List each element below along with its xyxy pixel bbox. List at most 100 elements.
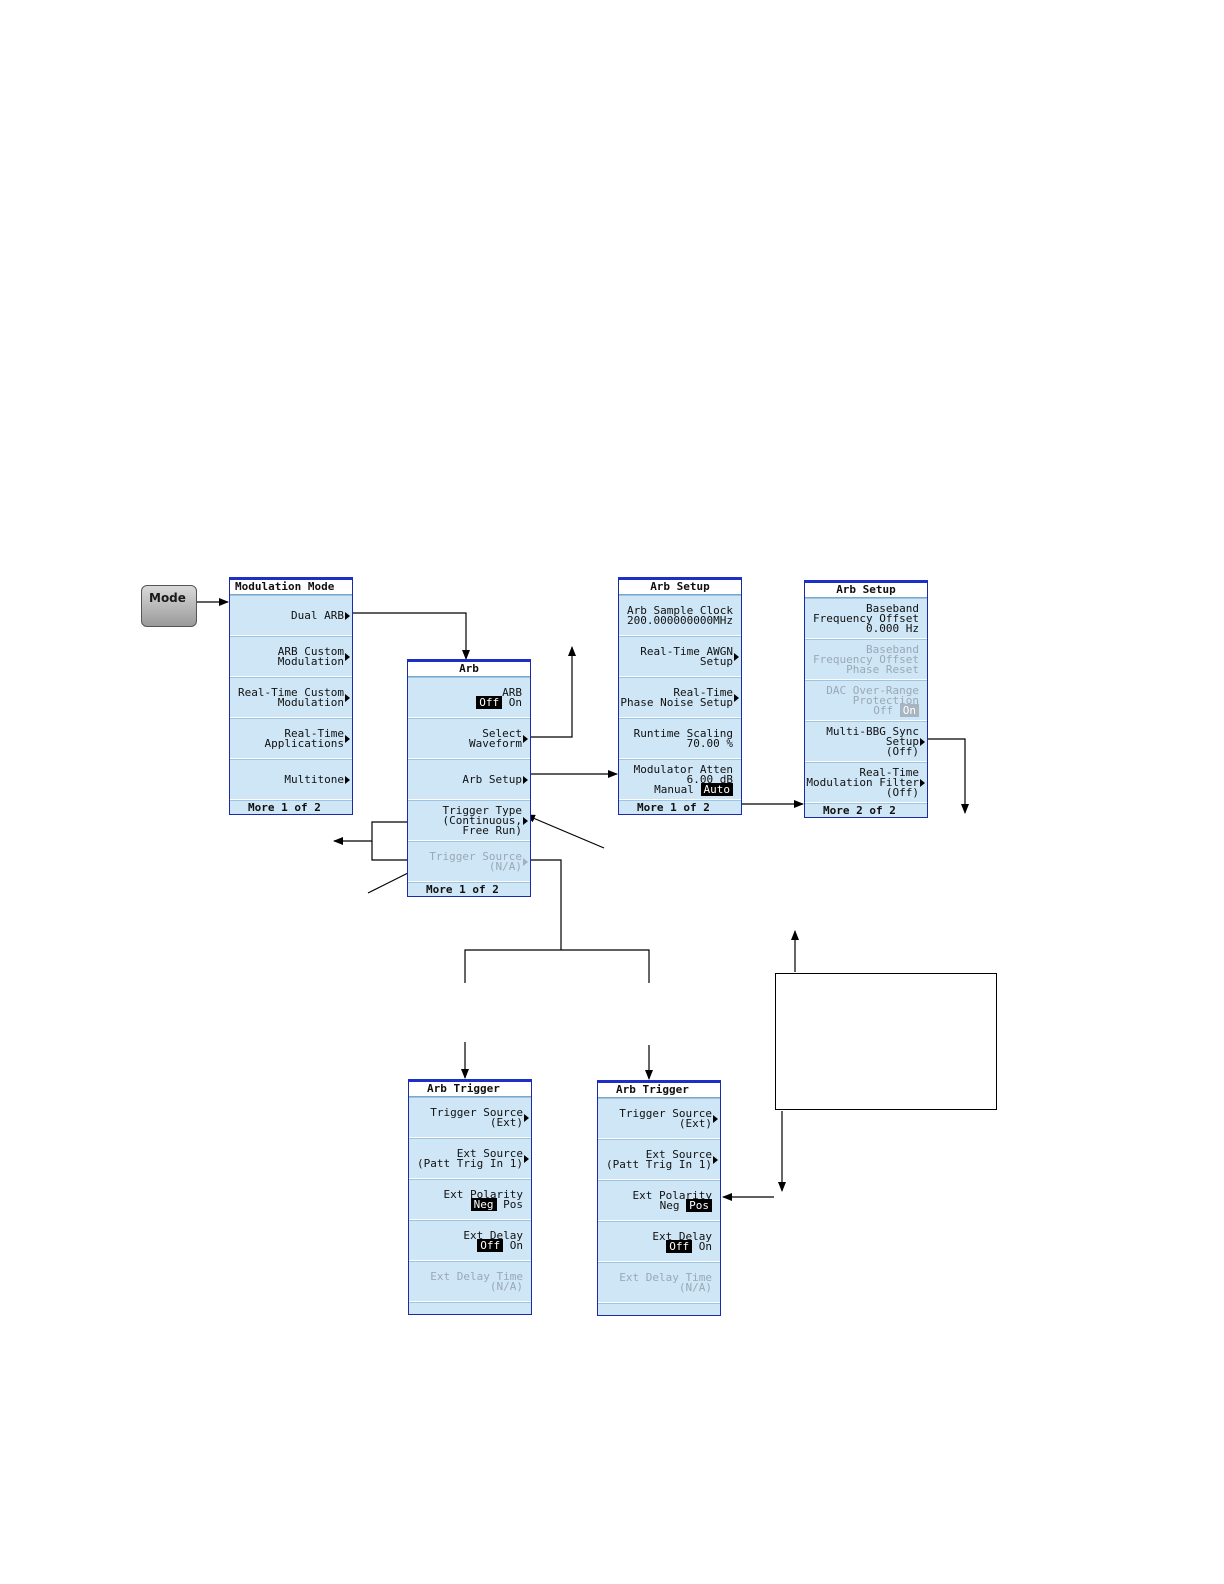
softkey-label: Multitone (284, 772, 344, 786)
softkey-ext-source[interactable]: Ext Source (Patt Trig In 1) (598, 1139, 720, 1180)
arb-setup-menu-page-1: Arb Setup Arb Sample Clock 200.000000000… (618, 577, 742, 815)
softkey-label: (Continuous, (442, 813, 522, 827)
softkey-label: Ext Polarity (632, 1188, 712, 1202)
softkey-baseband-frequency-offset-phase-reset[interactable]: Baseband Frequency Offset Phase Reset (805, 639, 927, 680)
softkey-label: Setup (699, 654, 733, 668)
submenu-arrow-icon (345, 693, 350, 702)
toggle-neg-pos: Neg Pos (659, 1198, 712, 1212)
softkey-trigger-source[interactable]: Trigger Source (Ext) (409, 1097, 531, 1138)
softkey-ext-source[interactable]: Ext Source (Patt Trig In 1) (409, 1138, 531, 1179)
submenu-arrow-icon (524, 1154, 529, 1163)
softkey-label: Select (482, 726, 522, 740)
softkey-label: Modulation (277, 695, 344, 709)
menu-title: Arb Setup (805, 583, 927, 598)
toggle-manual-auto: Manual Auto (654, 782, 733, 796)
more-softkey (409, 1302, 531, 1314)
more-softkey[interactable]: More 1 of 2 (619, 800, 741, 814)
softkey-ext-polarity[interactable]: Ext Polarity Neg Pos (409, 1179, 531, 1220)
toggle-off-on: Off On (476, 695, 522, 709)
softkey-modulator-atten[interactable]: Modulator Atten 6.00 dB Manual Auto (619, 759, 741, 800)
arrow-select-waveform-up (530, 646, 576, 738)
softkey-real-time-modulation-filter[interactable]: Real-Time Modulation Filter (Off) (805, 762, 927, 803)
softkey-arb-toggle[interactable]: ARB Off On (408, 677, 530, 718)
toggle-option-off: Off (477, 1238, 504, 1252)
softkey-label: Phase Reset (846, 662, 919, 676)
annotation-box (775, 973, 997, 1110)
softkey-label: Ext Source (456, 1146, 523, 1160)
arrow-multi-bbg-down (927, 738, 969, 814)
trigger-source-branch (530, 859, 562, 950)
softkey-label: (N/A) (488, 859, 522, 873)
submenu-arrow-icon (345, 652, 350, 661)
toggle-option-off: Off (476, 695, 503, 709)
softkey-real-time-custom-modulation[interactable]: Real-Time Custom Modulation (230, 677, 352, 718)
more-softkey[interactable]: More 1 of 2 (408, 882, 530, 896)
softkey-ext-polarity[interactable]: Ext Polarity Neg Pos (598, 1180, 720, 1221)
submenu-arrow-icon (734, 652, 739, 661)
toggle-option-on: On (899, 703, 919, 717)
softkey-value: (Ext) (678, 1116, 712, 1130)
softkey-baseband-frequency-offset[interactable]: Baseband Frequency Offset 0.000 Hz (805, 598, 927, 639)
softkey-runtime-scaling[interactable]: Runtime Scaling 70.00 % (619, 718, 741, 759)
softkey-select-waveform[interactable]: Select Waveform (408, 718, 530, 759)
softkey-value: (Off) (885, 785, 919, 799)
submenu-arrow-icon (920, 737, 925, 746)
toggle-option-neg: Neg (659, 1198, 680, 1212)
more-softkey[interactable]: More 2 of 2 (805, 803, 927, 817)
toggle-option-neg: Neg (470, 1197, 497, 1211)
softkey-label: Ext Delay (652, 1229, 712, 1243)
softkey-ext-delay[interactable]: Ext Delay Off On (598, 1221, 720, 1262)
toggle-option-on: On (698, 1239, 712, 1253)
softkey-label: Real-Time Custom (238, 685, 344, 699)
softkey-label: Modulator Atten (633, 762, 733, 776)
softkey-label: Ext Source (645, 1147, 712, 1161)
branch-horizontal (464, 949, 650, 983)
softkey-label: Trigger Source (429, 849, 522, 863)
modulation-mode-menu: Modulation Mode Dual ARB ARB Custom Modu… (229, 577, 353, 815)
softkey-label: Multi-BBG Sync (826, 724, 919, 738)
arb-setup-menu-page-2: Arb Setup Baseband Frequency Offset 0.00… (804, 580, 928, 818)
softkey-label: Trigger Source (619, 1106, 712, 1120)
arb-trigger-menu-negative: Arb Trigger Trigger Source (Ext) Ext Sou… (408, 1079, 532, 1315)
softkey-multitone[interactable]: Multitone (230, 759, 352, 800)
softkey-label: Real-Time (859, 765, 919, 779)
softkey-label: Modulation (277, 654, 344, 668)
softkey-trigger-source[interactable]: Trigger Source (Ext) (598, 1098, 720, 1139)
softkey-arb-setup[interactable]: Arb Setup (408, 759, 530, 800)
softkey-label: Dual ARB (291, 608, 344, 622)
mode-hardkey-button[interactable]: Mode (141, 585, 197, 627)
toggle-off-on: Off On (666, 1239, 712, 1253)
softkey-real-time-applications[interactable]: Real-Time Applications (230, 718, 352, 759)
softkey-real-time-awgn-setup[interactable]: Real-Time AWGN Setup (619, 636, 741, 677)
softkey-ext-delay-time[interactable]: Ext Delay Time (N/A) (598, 1262, 720, 1303)
submenu-arrow-icon (345, 611, 350, 620)
softkey-label: Protection (852, 693, 919, 707)
softkey-trigger-source[interactable]: Trigger Source (N/A) (408, 841, 530, 882)
menu-title: Arb (408, 662, 530, 677)
toggle-option-on: On (508, 695, 522, 709)
more-softkey[interactable]: More 1 of 2 (230, 800, 352, 814)
more-softkey (598, 1303, 720, 1315)
menu-title: Arb Trigger (409, 1082, 531, 1097)
softkey-label: Ext Delay Time (619, 1270, 712, 1284)
menu-title: Modulation Mode (230, 580, 352, 595)
softkey-multi-bbg-sync-setup[interactable]: Multi-BBG Sync Setup (Off) (805, 721, 927, 762)
softkey-label: Arb Setup (462, 772, 522, 786)
softkey-real-time-phase-noise-setup[interactable]: Real-Time Phase Noise Setup (619, 677, 741, 718)
submenu-arrow-icon (524, 1113, 529, 1122)
softkey-value: 6.00 dB (686, 772, 733, 786)
softkey-label: Real-Time (673, 685, 733, 699)
softkey-dac-over-range-protection[interactable]: DAC Over-Range Protection Off On (805, 680, 927, 721)
softkey-arb-sample-clock[interactable]: Arb Sample Clock 200.000000000MHz (619, 595, 741, 636)
arb-trigger-menu-positive: Arb Trigger Trigger Source (Ext) Ext Sou… (597, 1080, 721, 1316)
softkey-ext-delay[interactable]: Ext Delay Off On (409, 1220, 531, 1261)
softkey-arb-custom-modulation[interactable]: ARB Custom Modulation (230, 636, 352, 677)
softkey-value: (Patt Trig In 1) (417, 1156, 523, 1170)
toggle-option-off: Off (666, 1239, 693, 1253)
softkey-trigger-type[interactable]: Trigger Type (Continuous, Free Run) (408, 800, 530, 841)
softkey-label: Real-Time (284, 726, 344, 740)
softkey-label: Frequency Offset (813, 611, 919, 625)
softkey-label: DAC Over-Range (826, 683, 919, 697)
softkey-ext-delay-time[interactable]: Ext Delay Time (N/A) (409, 1261, 531, 1302)
softkey-dual-arb[interactable]: Dual ARB (230, 595, 352, 636)
